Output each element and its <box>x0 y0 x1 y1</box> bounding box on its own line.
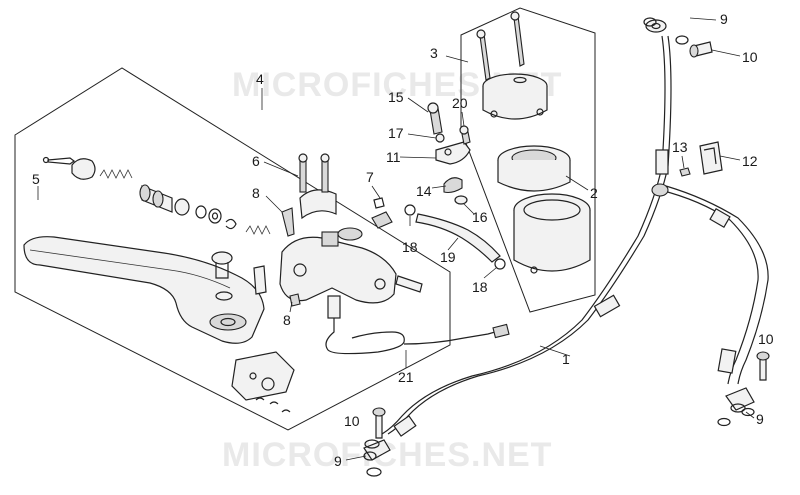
callout-labels: 1 2 3 4 5 6 7 8 8 9 9 9 10 10 10 11 12 1… <box>32 11 774 469</box>
reservoir-bracket <box>427 102 471 205</box>
reservoir-hose <box>404 204 506 270</box>
callout-19: 19 <box>440 249 456 265</box>
piston-kit <box>42 156 271 235</box>
callout-11: 11 <box>386 149 401 165</box>
brake-lever <box>23 236 295 413</box>
callout-16: 16 <box>472 209 488 225</box>
fluid-reservoir <box>476 11 591 274</box>
callout-9-right: 9 <box>756 411 764 427</box>
callout-10-top: 10 <box>742 49 758 65</box>
callout-5: 5 <box>32 171 40 187</box>
callout-9-bottom: 9 <box>334 453 342 469</box>
callout-7: 7 <box>366 169 374 185</box>
leader-lines <box>37 17 755 461</box>
master-cylinder-body <box>279 153 423 307</box>
callout-20: 20 <box>452 95 468 111</box>
callout-3: 3 <box>430 45 438 61</box>
callout-18-upper: 18 <box>402 239 418 255</box>
brake-hose <box>363 19 769 461</box>
hose-clip <box>679 141 723 177</box>
master-cylinder-assembly-outline <box>14 67 451 431</box>
callout-10-bottom: 10 <box>344 413 360 429</box>
callout-18-lower: 18 <box>472 279 488 295</box>
callout-4: 4 <box>256 71 264 87</box>
callout-13: 13 <box>672 139 688 155</box>
callout-2: 2 <box>590 185 598 201</box>
callout-10-right: 10 <box>758 331 774 347</box>
callout-14: 14 <box>416 183 432 199</box>
banjo-bolts <box>364 17 770 477</box>
callout-17: 17 <box>388 125 404 141</box>
callout-6: 6 <box>252 153 260 169</box>
callout-21: 21 <box>398 369 414 385</box>
stop-switch-wire <box>325 295 510 355</box>
callout-8-upper: 8 <box>252 185 260 201</box>
callout-8-lower: 8 <box>283 312 291 328</box>
callout-1: 1 <box>562 351 570 367</box>
callout-15: 15 <box>388 89 404 105</box>
callout-12: 12 <box>742 153 758 169</box>
callout-9-top: 9 <box>720 11 728 27</box>
watermark-bottom: MICROFICHES.NET <box>222 436 552 474</box>
